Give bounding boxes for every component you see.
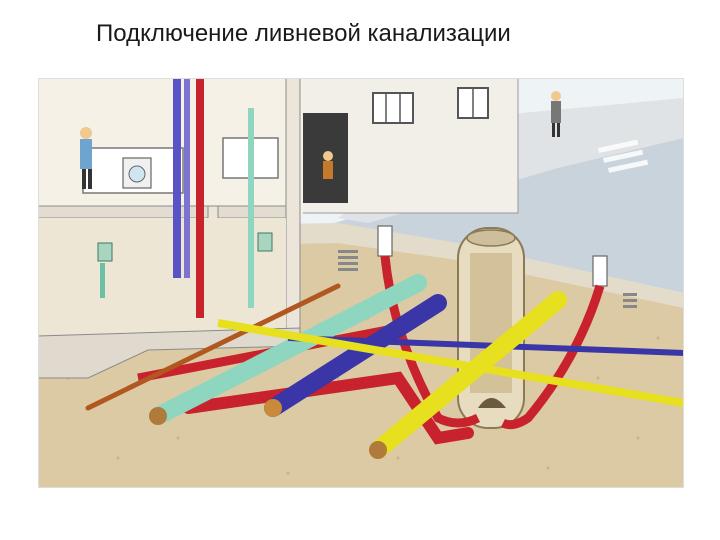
background-building bbox=[298, 78, 518, 213]
riser-pipe-red bbox=[196, 78, 204, 318]
slide-title: Подключение ливневой канализации bbox=[96, 20, 511, 48]
riser-pipe-mint bbox=[248, 108, 254, 308]
wall-vent-icon bbox=[623, 293, 637, 308]
meter-icon bbox=[98, 243, 112, 261]
riser-pipe-purple bbox=[184, 78, 190, 278]
sewer-cutaway-illustration bbox=[38, 78, 684, 488]
child-icon bbox=[323, 151, 333, 179]
floor-slab bbox=[38, 206, 300, 218]
riser-pipe-green bbox=[100, 263, 105, 298]
storm-drain-left bbox=[378, 226, 392, 256]
window-icon bbox=[373, 93, 413, 123]
meter-icon bbox=[258, 233, 272, 251]
storm-drain-right bbox=[593, 256, 607, 286]
riser-pipe-blue bbox=[173, 78, 181, 278]
house-wall bbox=[286, 78, 300, 338]
